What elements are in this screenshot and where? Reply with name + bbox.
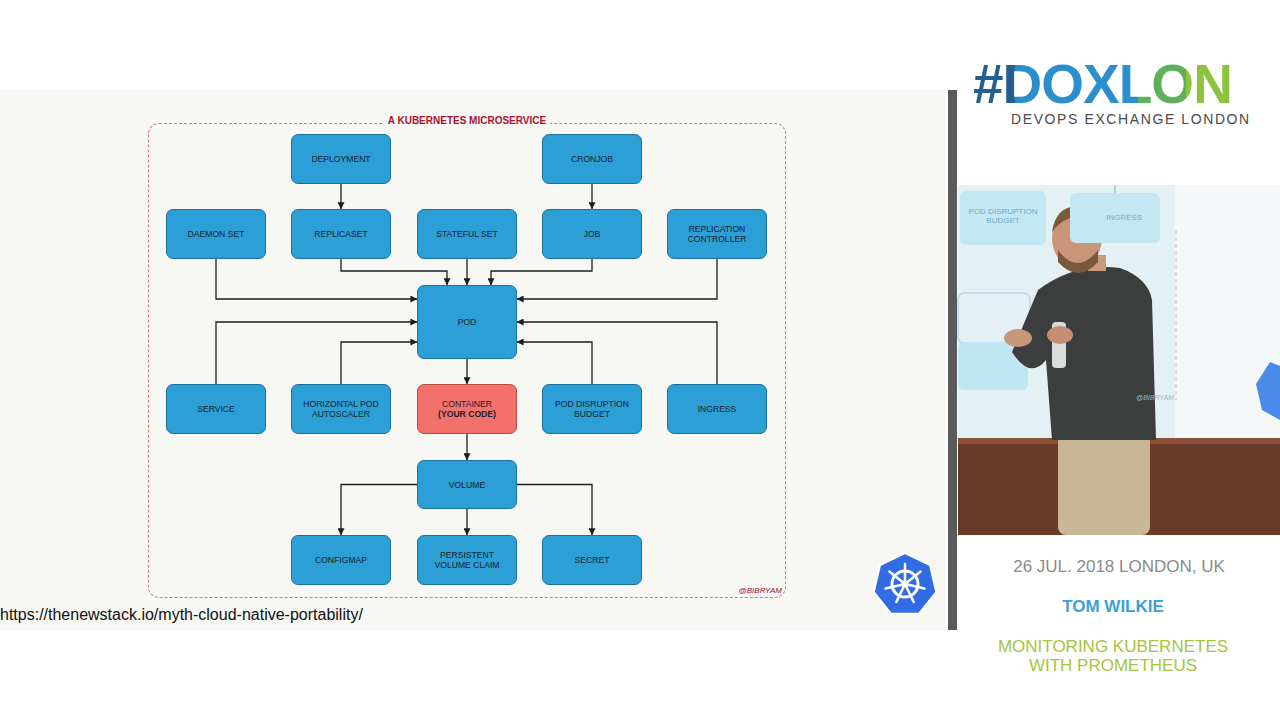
box-sublabel: (YOUR CODE) xyxy=(438,409,496,419)
box-label: CRONJOB xyxy=(571,154,613,164)
arrow-connector xyxy=(341,259,447,285)
arrow-connector xyxy=(340,184,341,209)
resource-box: SERVICE xyxy=(166,384,266,434)
arrow-connector xyxy=(216,259,417,299)
kubernetes-logo xyxy=(874,553,936,614)
projected-logo xyxy=(1256,362,1280,420)
resource-box: PERSISTENT VOLUME CLAIM xyxy=(417,535,517,585)
box-label: CONTAINER xyxy=(442,399,492,409)
resource-box: CONFIGMAP xyxy=(291,535,391,585)
arrow-connector xyxy=(466,509,467,535)
box-label: REPLICASET xyxy=(314,229,368,239)
box-label: VOLUME xyxy=(449,480,485,490)
container-box: CONTAINER(YOUR CODE) xyxy=(417,384,517,434)
box-label: DAEMON SET xyxy=(188,229,245,239)
box-label: JOB xyxy=(584,229,601,239)
resource-box: INGRESS xyxy=(667,384,767,434)
arrow-connector xyxy=(517,485,592,536)
group-border: A KUBERNETES MICROSERVICEDEPLOYMENTCRONJ… xyxy=(148,123,786,598)
box-label: PERSISTENT VOLUME CLAIM xyxy=(422,550,512,570)
video-frame xyxy=(958,185,1280,535)
box-label: INGRESS xyxy=(698,404,737,414)
resource-box: REPLICASET xyxy=(291,209,391,259)
resource-box: HORIZONTAL POD AUTOSCALER xyxy=(291,384,391,434)
projected-text: POD DISRUPTION BUDGET xyxy=(960,191,1046,245)
resource-box: JOB xyxy=(542,209,642,259)
talk-title: MONITORING KUBERNETES WITH PROMETHEUS xyxy=(975,637,1251,675)
arrow-connector xyxy=(466,434,467,460)
speaker xyxy=(1004,206,1156,535)
arrow-connector xyxy=(591,184,592,209)
logo-spokes xyxy=(886,564,925,602)
resource-box: DEPLOYMENT xyxy=(291,134,391,184)
projected-border xyxy=(1175,230,1177,400)
box-label: STATEFUL SET xyxy=(436,229,497,239)
arrow-connector xyxy=(517,342,592,384)
box-label: REPLICATION CONTROLLER xyxy=(672,224,762,244)
pod-box: POD xyxy=(417,285,517,359)
box-label: CONFIGMAP xyxy=(315,555,367,565)
resource-box: CRONJOB xyxy=(542,134,642,184)
box-label: SERVICE xyxy=(197,404,235,414)
resource-box: DAEMON SET xyxy=(166,209,266,259)
divider-bar xyxy=(948,90,957,630)
resource-box: SECRET xyxy=(542,535,642,585)
arrow-connector xyxy=(341,342,417,384)
box-label: HORIZONTAL POD AUTOSCALER xyxy=(296,399,386,419)
box-label: POD DISRUPTION BUDGET xyxy=(547,399,637,419)
box-label: SECRET xyxy=(575,555,610,565)
resource-box: REPLICATION CONTROLLER xyxy=(667,209,767,259)
title-holder: A KUBERNETES MICROSERVICE xyxy=(149,116,785,126)
resource-box: STATEFUL SET xyxy=(417,209,517,259)
speaker-hand xyxy=(1004,329,1032,347)
event-logo: #DOXLON xyxy=(973,52,1273,116)
watermark: @BIBRYAM xyxy=(700,586,782,595)
resource-box: POD DISRUPTION BUDGET xyxy=(542,384,642,434)
arrow-connector xyxy=(466,359,467,384)
source-url: https://thenewstack.io/myth-cloud-native… xyxy=(0,606,440,624)
logo-heptagon xyxy=(874,553,936,614)
speaker-beard xyxy=(1058,250,1098,273)
projected-text: INGRESS xyxy=(1070,193,1160,243)
volume-box: VOLUME xyxy=(417,460,517,509)
arrow-connector xyxy=(491,259,592,285)
projected-watermark: @BIBRYAM xyxy=(1128,394,1174,401)
box-label: DEPLOYMENT xyxy=(311,154,370,164)
slide-background xyxy=(0,90,946,630)
arrow-connector xyxy=(341,485,417,536)
speaker-trousers xyxy=(1058,430,1150,535)
arrow-connector xyxy=(517,259,717,299)
group-title: A KUBERNETES MICROSERVICE xyxy=(384,115,550,126)
speaker-shirt xyxy=(1012,267,1156,440)
arrow-connector xyxy=(466,259,467,285)
projected-line xyxy=(1114,185,1116,193)
screen-glare xyxy=(1175,185,1280,440)
event-subtitle: DEVOPS EXCHANGE LONDON xyxy=(1011,111,1271,127)
arrow-connector xyxy=(517,322,717,384)
arrow-connector xyxy=(216,322,417,384)
speaker-name: TOM WILKIE xyxy=(958,597,1268,617)
box-label: POD xyxy=(458,317,477,327)
talk-date: 26 JUL. 2018 LONDON, UK xyxy=(958,557,1280,577)
speaker-hand xyxy=(1047,326,1073,344)
